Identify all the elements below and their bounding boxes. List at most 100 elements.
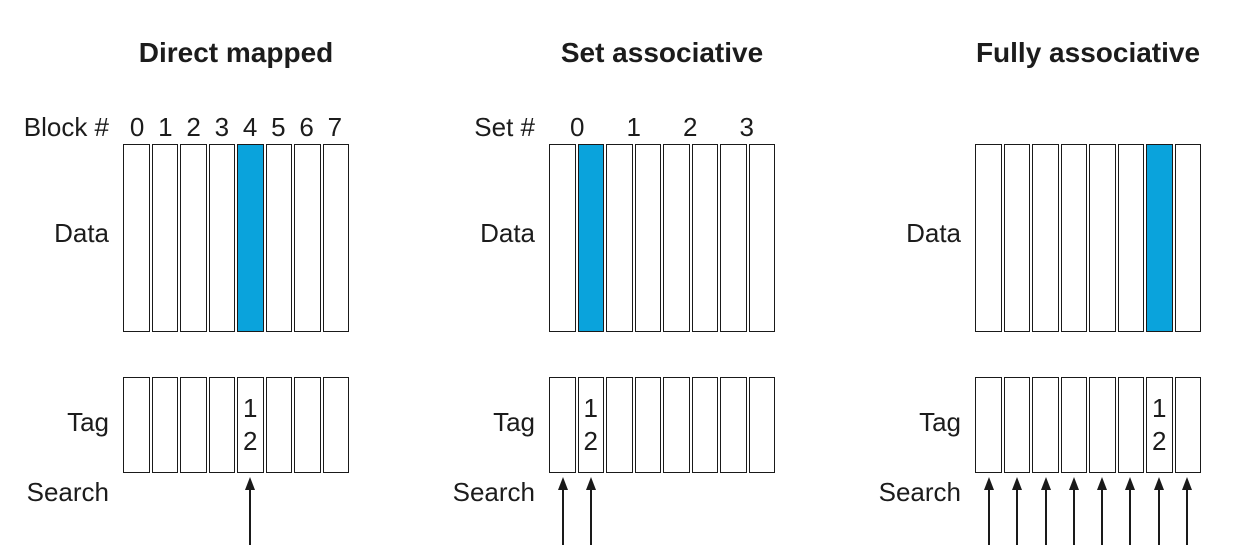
set-number-label: Set # <box>474 112 535 142</box>
arrow-shaft <box>1157 490 1160 545</box>
arrow-shaft <box>562 490 565 545</box>
data-cell <box>1174 144 1201 332</box>
index-number: 3 <box>739 112 754 142</box>
tag-value: 2 <box>243 426 258 456</box>
index-number: 1 <box>158 112 173 142</box>
data-array <box>975 144 1201 332</box>
data-label: Data <box>54 218 109 248</box>
data-cell <box>265 144 292 332</box>
data-cell <box>748 144 775 332</box>
tag-cell <box>294 377 321 473</box>
index-number: 4 <box>242 112 258 142</box>
tag-cell <box>720 377 747 473</box>
arrow-head <box>1040 477 1051 490</box>
tag-value: 1 <box>243 393 258 423</box>
tag-value: 2 <box>1152 426 1167 456</box>
arrow-shaft <box>1016 490 1019 545</box>
data-cell <box>208 144 235 332</box>
search-arrow-icon <box>245 477 256 545</box>
search-arrow-icon <box>984 477 995 545</box>
arrow-head <box>984 477 995 490</box>
arrow-head <box>1097 477 1108 490</box>
tag-cell <box>1089 377 1116 473</box>
tag-cell <box>1032 377 1059 473</box>
tag-cell <box>691 377 718 473</box>
data-cell <box>975 144 1002 332</box>
data-cell <box>123 144 150 332</box>
panel-title: Fully associative <box>975 37 1201 68</box>
search-arrow-icon <box>1012 477 1023 545</box>
tag-cell <box>663 377 690 473</box>
tag-cell <box>606 377 633 473</box>
tag-value: 1 <box>583 393 598 423</box>
data-cell <box>294 144 321 332</box>
arrow-shaft <box>1072 490 1075 545</box>
arrow-shaft <box>1044 490 1047 545</box>
data-cell <box>151 144 178 332</box>
highlighted-data-cell <box>577 144 604 332</box>
data-label: Data <box>906 218 961 248</box>
search-arrow-icon <box>1153 477 1164 545</box>
search-arrow-icon <box>1181 477 1192 545</box>
index-number: 6 <box>299 112 314 142</box>
tag-cell <box>549 377 576 473</box>
search-label: Search <box>452 477 535 507</box>
data-array <box>549 144 775 332</box>
arrow-shaft <box>590 490 593 545</box>
panel-title: Direct mapped <box>138 37 334 68</box>
tag-cell <box>975 377 1002 473</box>
highlighted-data-cell <box>1146 144 1173 332</box>
index-number: 2 <box>186 112 201 142</box>
tag-label: Tag <box>493 407 535 437</box>
arrow-shaft <box>1129 490 1132 545</box>
index-number: 3 <box>214 112 230 142</box>
data-label: Data <box>480 218 535 248</box>
arrow-head <box>1012 477 1023 490</box>
tag-cell <box>1174 377 1201 473</box>
data-cell <box>1117 144 1144 332</box>
index-number-row <box>975 111 1201 143</box>
tag-cell <box>1117 377 1144 473</box>
arrow-shaft <box>1185 490 1188 545</box>
index-number: 7 <box>327 112 343 142</box>
search-arrow-icon <box>558 477 569 545</box>
search-label: Search <box>878 477 961 507</box>
data-cell <box>180 144 207 332</box>
index-number: 2 <box>683 112 698 142</box>
tag-label: Tag <box>67 407 109 437</box>
data-cell <box>691 144 718 332</box>
tag-cell <box>123 377 150 473</box>
data-cell <box>1003 144 1030 332</box>
data-cell <box>322 144 349 332</box>
block-number-label: Block # <box>23 112 109 142</box>
data-cell <box>720 144 747 332</box>
tag-cell <box>634 377 661 473</box>
search-arrows <box>123 476 349 548</box>
arrow-head <box>245 477 256 490</box>
search-arrow-icon <box>1125 477 1136 545</box>
tag-cell <box>151 377 178 473</box>
arrow-head <box>586 477 597 490</box>
arrow-head <box>1068 477 1079 490</box>
index-number: 5 <box>271 112 286 142</box>
search-arrows <box>549 476 775 548</box>
tag-cell <box>1060 377 1087 473</box>
data-cell <box>1060 144 1087 332</box>
tag-value: 1 <box>1152 393 1167 423</box>
arrow-head <box>1125 477 1136 490</box>
tag-cell <box>265 377 292 473</box>
tag-label: Tag <box>919 407 961 437</box>
data-array <box>123 144 349 332</box>
search-arrow-icon <box>586 477 597 545</box>
